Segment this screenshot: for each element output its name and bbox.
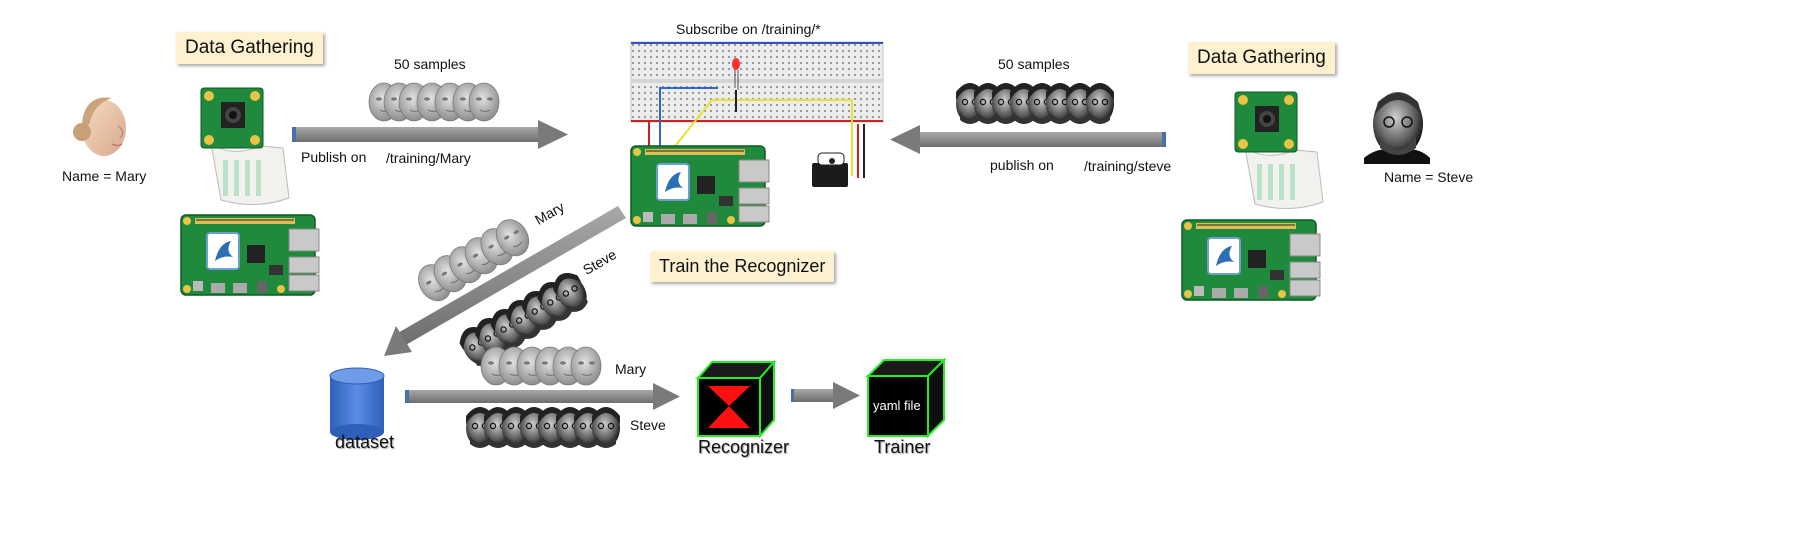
right-camera-module-icon: [1234, 91, 1324, 210]
recognizer-label: Recognizer: [698, 437, 790, 457]
center-raspberry-pi-icon: [630, 145, 770, 227]
mary-name-label: Name = Mary: [62, 168, 147, 184]
dataset-label: dataset: [335, 432, 395, 452]
recognizer-to-trainer-arrow: [791, 382, 860, 409]
steve-name-label: Name = Steve: [1384, 169, 1474, 185]
steve-face-icon: [1364, 92, 1430, 164]
left-data-gathering-label: Data Gathering: [176, 32, 323, 64]
steve-topic-label: /training/steve: [1084, 158, 1172, 174]
training-stream-arrow: [384, 206, 626, 356]
bottom-mary-faces-icon: [480, 346, 602, 386]
breadboard-icon: [630, 41, 884, 123]
right-raspberry-pi-icon: [1181, 219, 1321, 301]
database-icon: [329, 367, 385, 440]
left-camera-module-icon: [200, 87, 290, 206]
bottom-steve-faces-icon: [465, 406, 621, 449]
left-raspberry-pi-icon: [180, 214, 320, 296]
mary-face-icon: [73, 97, 126, 156]
row-mary-label: Mary: [615, 361, 647, 377]
row-steve-label: Steve: [630, 417, 666, 433]
steve-samples-icon: [955, 82, 1115, 125]
trainer-label: Trainer: [874, 437, 931, 457]
mary-samples-icon: [368, 82, 500, 122]
servo-icon: [812, 152, 848, 187]
steve-publish-label: publish on: [990, 157, 1054, 173]
yaml-file-label: yaml file: [873, 398, 921, 413]
steve-sample-count: 50 samples: [998, 56, 1070, 72]
recognizer-cube-icon: [695, 359, 777, 439]
mary-sample-count: 50 samples: [394, 56, 466, 72]
subscribe-label: Subscribe on /training/*: [676, 21, 821, 37]
right-data-gathering-label: Data Gathering: [1188, 42, 1335, 74]
trainer-cube-icon: [865, 357, 947, 439]
wires-icon: [648, 87, 865, 178]
steve-publish-arrow: [890, 125, 1166, 154]
mary-topic-label: /training/Mary: [386, 150, 471, 166]
mary-publish-arrow: [292, 120, 568, 149]
dataset-to-recognizer-arrow: [405, 383, 680, 410]
train-recognizer-label: Train the Recognizer: [650, 251, 835, 282]
mary-publish-label: Publish on: [301, 149, 367, 165]
